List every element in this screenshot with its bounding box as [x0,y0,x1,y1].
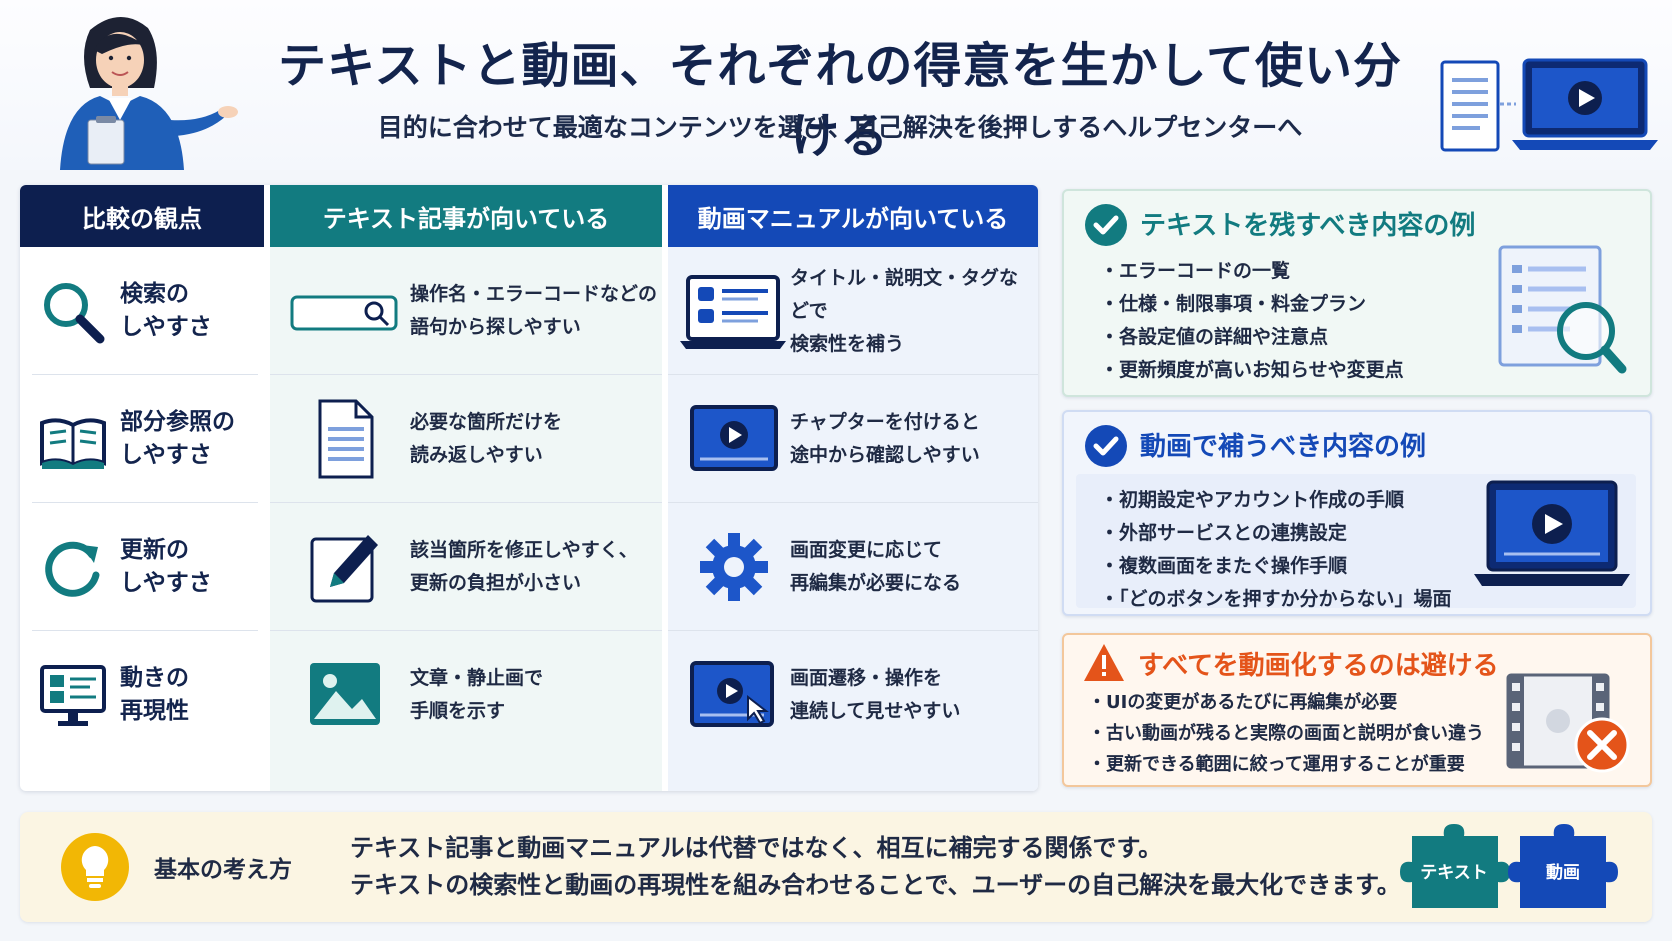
magnifier-icon [44,283,105,344]
row-label: 動きの 再現性 [120,665,189,724]
row-label: 検索の しやすさ [120,281,212,340]
text-cell: 文章・静止画で 手順を示す [410,667,544,722]
text-cell: 必要な箇所だけを 読み返しやすい [410,411,563,466]
table-row-update: 更新の しやすさ 該当箇所を修正しやすく、 更新の負担が小さい [20,503,1038,631]
search-box-icon [290,295,398,331]
text-cell: 操作名・エラーコードなどの 語句から探しやすい [410,283,658,338]
video-supplement-title: 動画で補うべき内容の例 [1140,432,1427,462]
refresh-icon [45,541,100,597]
header: テキストと動画、それぞれの得意を生かして使い分ける 目的に合わせて最適なコンテン… [0,0,1672,170]
presenter-illustration-icon [60,16,238,170]
page-title: テキストと動画、それぞれの得意を生かして使い分ける [277,38,1403,164]
video-cell: タイトル・説明文・タグなどで 検索性を補う [790,266,1019,355]
list-item: 「どのボタンを押すか分からない」場面 [1100,583,1636,616]
puzzle-text-label: テキスト [1420,863,1488,883]
list-item: 更新頻度が高いお知らせや変更点 [1100,354,1404,387]
text-cell: 該当箇所を修正しやすく、 更新の負担が小さい [410,539,638,594]
list-item: 仕様・制限事項・料金プラン [1100,288,1404,321]
video-cell: 画面変更に応じて 再編集が必要になる [790,539,962,594]
header-video-manual: 動画マニュアルが向いている [668,185,1038,247]
monitor-icon [40,665,106,726]
gear-icon [700,533,768,601]
list-item: 外部サービスとの連携設定 [1100,517,1636,550]
row-label: 部分参照の しやすさ [120,409,235,468]
video-player-icon [690,405,778,471]
video-list-laptop-icon [680,275,786,349]
avoid-title: すべてを動画化するのは避ける [1138,651,1499,681]
document-and-video-laptop-icon [1440,58,1658,152]
video-cell: 画面遷移・操作を 連続して見せやすい [790,667,961,722]
list-item: 古い動画が残ると実際の画面と説明が食い違う [1088,718,1484,749]
table-row-partial-reference: 部分参照の しやすさ 必要な箇所だけを 読み返しやすい チャプターを付けると 途… [20,375,1038,503]
header-text-article: テキスト記事が向いている [270,185,662,247]
comparison-table: 比較の観点 テキスト記事が向いている 動画マニュアルが向いている 検索の しやす… [20,185,1038,791]
list-item: 更新できる範囲に絞って運用することが重要 [1088,749,1484,780]
page-subtitle: 目的に合わせて最適なコンテンツを選び、自己解決を後押しするヘルプセンターへ [377,113,1303,142]
text-keep-title: テキストを残すべき内容の例 [1140,211,1476,241]
header-perspective: 比較の観点 [20,185,264,247]
list-item: 複数画面をまたぐ操作手順 [1100,550,1636,583]
puzzle-video-label: 動画 [1546,862,1580,883]
basic-concept-text: テキスト記事と動画マニュアルは代替ではなく、相互に補完する関係です。 テキストの… [350,834,1401,899]
video-cursor-icon [690,661,774,727]
avoid-panel: すべてを動画化するのは避ける UIの変更があるたびに再編集が必要 古い動画が残る… [1062,633,1652,787]
open-book-icon [40,418,106,469]
document-search-icon [1498,245,1627,374]
document-icon [318,399,374,479]
text-keep-panel: テキストを残すべき内容の例 エラーコードの一覧 仕様・制限事項・料金プラン 各設… [1062,189,1652,397]
text-keep-list: エラーコードの一覧 仕様・制限事項・料金プラン 各設定値の詳細や注意点 更新頻度… [1100,255,1404,387]
video-supplement-panel: 動画で補うべき内容の例 初期設定やアカウント作成の手順 外部サービスとの連携設定… [1062,410,1652,616]
row-label: 更新の しやすさ [120,537,212,596]
table-row-reproducibility: 動きの 再現性 文章・静止画で 手順を示す 画面遷移・操作を 連続して見せやすい [20,631,1038,759]
film-cross-icon [1506,673,1630,773]
basic-concept-label: 基本の考え方 [154,857,292,883]
list-item: 各設定値の詳細や注意点 [1100,321,1404,354]
basic-concept-bar: 基本の考え方 テキスト記事と動画マニュアルは代替ではなく、相互に補完する関係です… [20,812,1652,922]
lightbulb-icon [61,833,129,901]
edit-pencil-icon [310,535,378,603]
check-circle-icon [1085,425,1127,467]
list-item: UIの変更があるたびに再編集が必要 [1088,687,1484,718]
warning-icon [1084,644,1124,681]
list-item: エラーコードの一覧 [1100,255,1404,288]
puzzle-pieces-icon: テキスト 動画 [1400,824,1618,908]
avoid-list: UIの変更があるたびに再編集が必要 古い動画が残ると実際の画面と説明が食い違う … [1088,687,1484,780]
video-cell: チャプターを付けると 途中から確認しやすい [790,411,980,466]
video-laptop-icon [1474,480,1630,586]
list-item: 初期設定やアカウント作成の手順 [1100,484,1636,517]
check-circle-icon [1085,204,1127,246]
image-icon [310,663,380,725]
table-row-search: 検索の しやすさ 操作名・エラーコードなどの 語句から探しやすい タイトル・説明… [20,247,1038,375]
